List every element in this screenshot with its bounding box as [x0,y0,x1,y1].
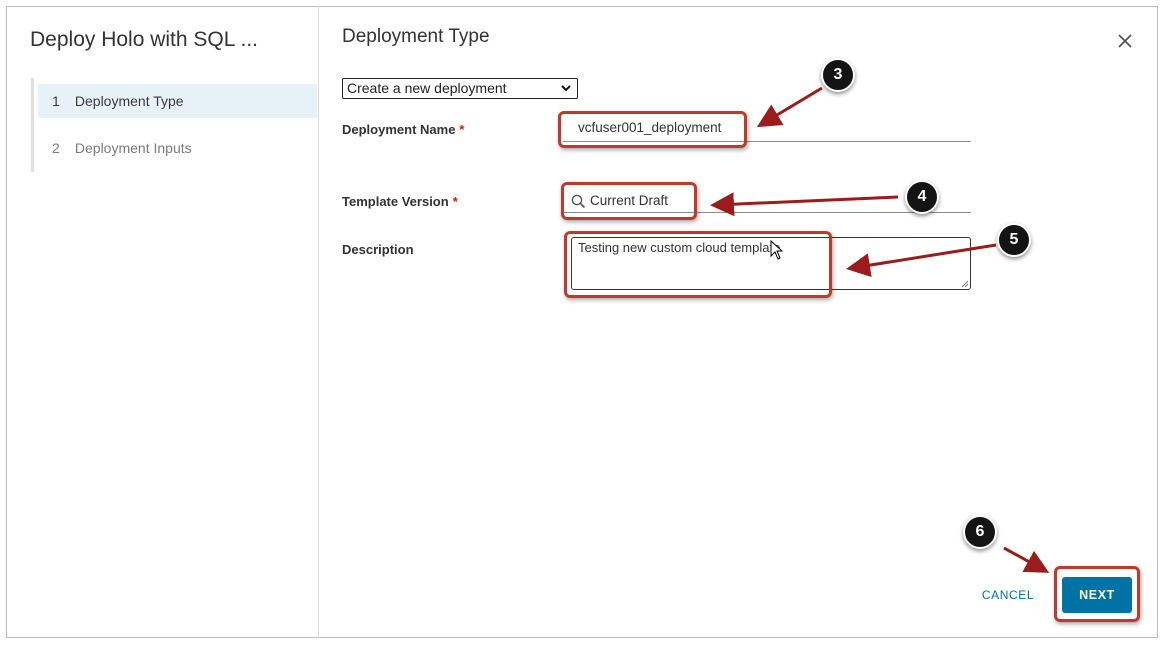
template-version-underline [563,212,971,213]
deployment-mode-select[interactable]: Create a new deployment [342,78,578,99]
resize-grip-icon[interactable] [961,280,969,288]
chevron-down-icon [561,85,571,92]
step-label: Deployment Inputs [74,140,192,156]
template-version-label: Template Version* [342,194,458,209]
cancel-button[interactable]: CANCEL [981,588,1035,602]
wizard-step-deployment-type[interactable]: 1 Deployment Type [38,84,317,118]
required-mark: * [452,194,458,209]
template-version-label-text: Template Version [342,194,449,209]
close-icon[interactable] [1116,32,1134,50]
mouse-cursor-icon [770,240,784,260]
deployment-mode-value: Create a new deployment [347,80,507,96]
deployment-name-input[interactable]: vcfuser001_deployment [578,120,722,135]
step-label: Deployment Type [74,93,184,109]
template-version-input[interactable]: Current Draft [590,193,669,208]
highlight-next-button [1054,566,1140,622]
sidebar-divider [318,6,319,638]
step-number: 1 [52,93,60,109]
step-header: Deployment Type [342,26,490,47]
required-mark: * [459,122,465,137]
step-badge-6: 6 [963,515,997,549]
deployment-name-underline [563,141,971,142]
description-label: Description [342,242,414,257]
step-rail [31,78,34,172]
step-badge-3: 3 [821,58,855,92]
step-number: 2 [52,140,60,156]
step-badge-4: 4 [905,180,939,214]
deployment-name-label-text: Deployment Name [342,122,456,137]
wizard-step-deployment-inputs[interactable]: 2 Deployment Inputs [38,131,317,165]
highlight-description [564,231,832,298]
step-badge-5: 5 [997,223,1031,257]
deployment-name-label: Deployment Name* [342,122,464,137]
highlight-template-version [561,182,697,220]
highlight-deployment-name [558,111,747,148]
description-text: Testing new custom cloud template [578,240,781,255]
wizard-title: Deploy Holo with SQL ... [30,28,258,51]
search-icon [571,194,586,209]
next-button[interactable]: NEXT [1062,577,1132,613]
